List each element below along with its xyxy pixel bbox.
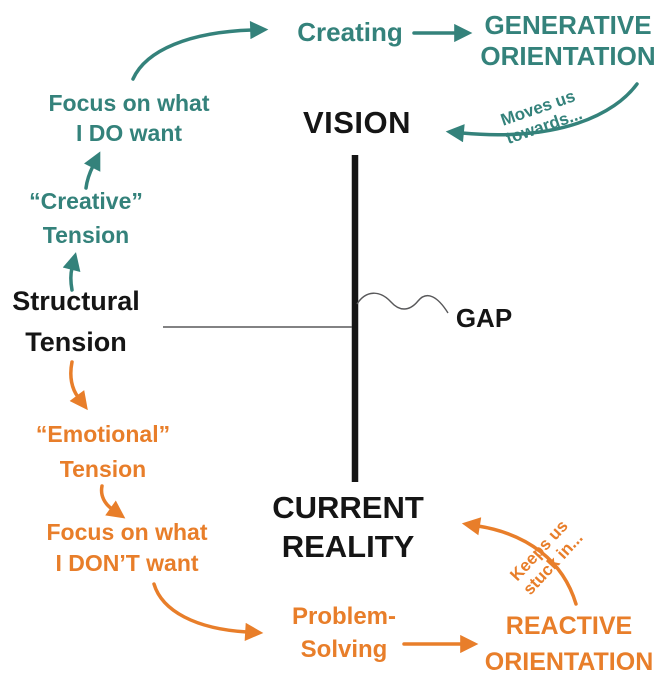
generative-orientation-label: GENERATIVE ORIENTATION	[480, 10, 655, 72]
current-reality-line2: REALITY	[281, 529, 415, 564]
arrow-reactive-to-current	[461, 517, 578, 606]
focus-dont-want-label: Focus on what I DON’T want	[47, 517, 208, 579]
arrow-creative-to-focus-do	[84, 151, 101, 190]
emotional-tension-label: “Emotional” Tension	[36, 417, 170, 487]
arrow-generative-to-vision	[445, 82, 639, 143]
gap-label: GAP	[455, 303, 513, 333]
problem-solving-line2: Solving	[300, 636, 388, 663]
current-reality-line1: CURRENT	[272, 490, 424, 525]
vision-label: VISION	[302, 105, 412, 140]
arrow-focus-do-to-creating	[131, 20, 269, 81]
arrow-structural-to-emotional	[69, 360, 88, 411]
focus-dont-want-line1: Focus on what	[46, 519, 208, 545]
generative-orientation-line1: GENERATIVE	[484, 10, 652, 40]
focus-dont-want-line2: I DON’T want	[55, 550, 199, 576]
problem-solving-line1: Problem-	[291, 603, 397, 630]
current-reality-label: CURRENT REALITY	[272, 488, 424, 566]
structural-tension-line2: Tension	[25, 327, 127, 357]
focus-do-want-line2: I DO want	[75, 120, 183, 146]
problem-solving-label: Problem- Solving	[292, 600, 396, 666]
arrow-focus-dont-to-problem	[152, 582, 264, 641]
creative-tension-label: “Creative” Tension	[29, 184, 143, 252]
creative-tension-line2: Tension	[42, 222, 130, 248]
focus-do-want-label: Focus on what I DO want	[49, 88, 210, 148]
structural-tension-line1: Structural	[12, 286, 140, 316]
arrow-structural-to-creative	[62, 252, 81, 292]
arrow-emotional-to-focus-dont	[99, 484, 126, 519]
focus-do-want-line1: Focus on what	[48, 90, 210, 116]
reactive-orientation-label: REACTIVE ORIENTATION	[485, 608, 654, 680]
creating-label: Creating	[297, 17, 403, 47]
reactive-orientation-line1: REACTIVE	[505, 612, 633, 640]
gap-squiggle-line	[356, 292, 449, 314]
emotional-tension-line1: “Emotional”	[35, 421, 171, 447]
generative-orientation-line2: ORIENTATION	[480, 41, 656, 71]
emotional-tension-line2: Tension	[59, 456, 147, 482]
structural-tension-label: Structural Tension	[12, 281, 140, 363]
reactive-orientation-line2: ORIENTATION	[484, 648, 654, 676]
creative-tension-line1: “Creative”	[29, 188, 143, 214]
